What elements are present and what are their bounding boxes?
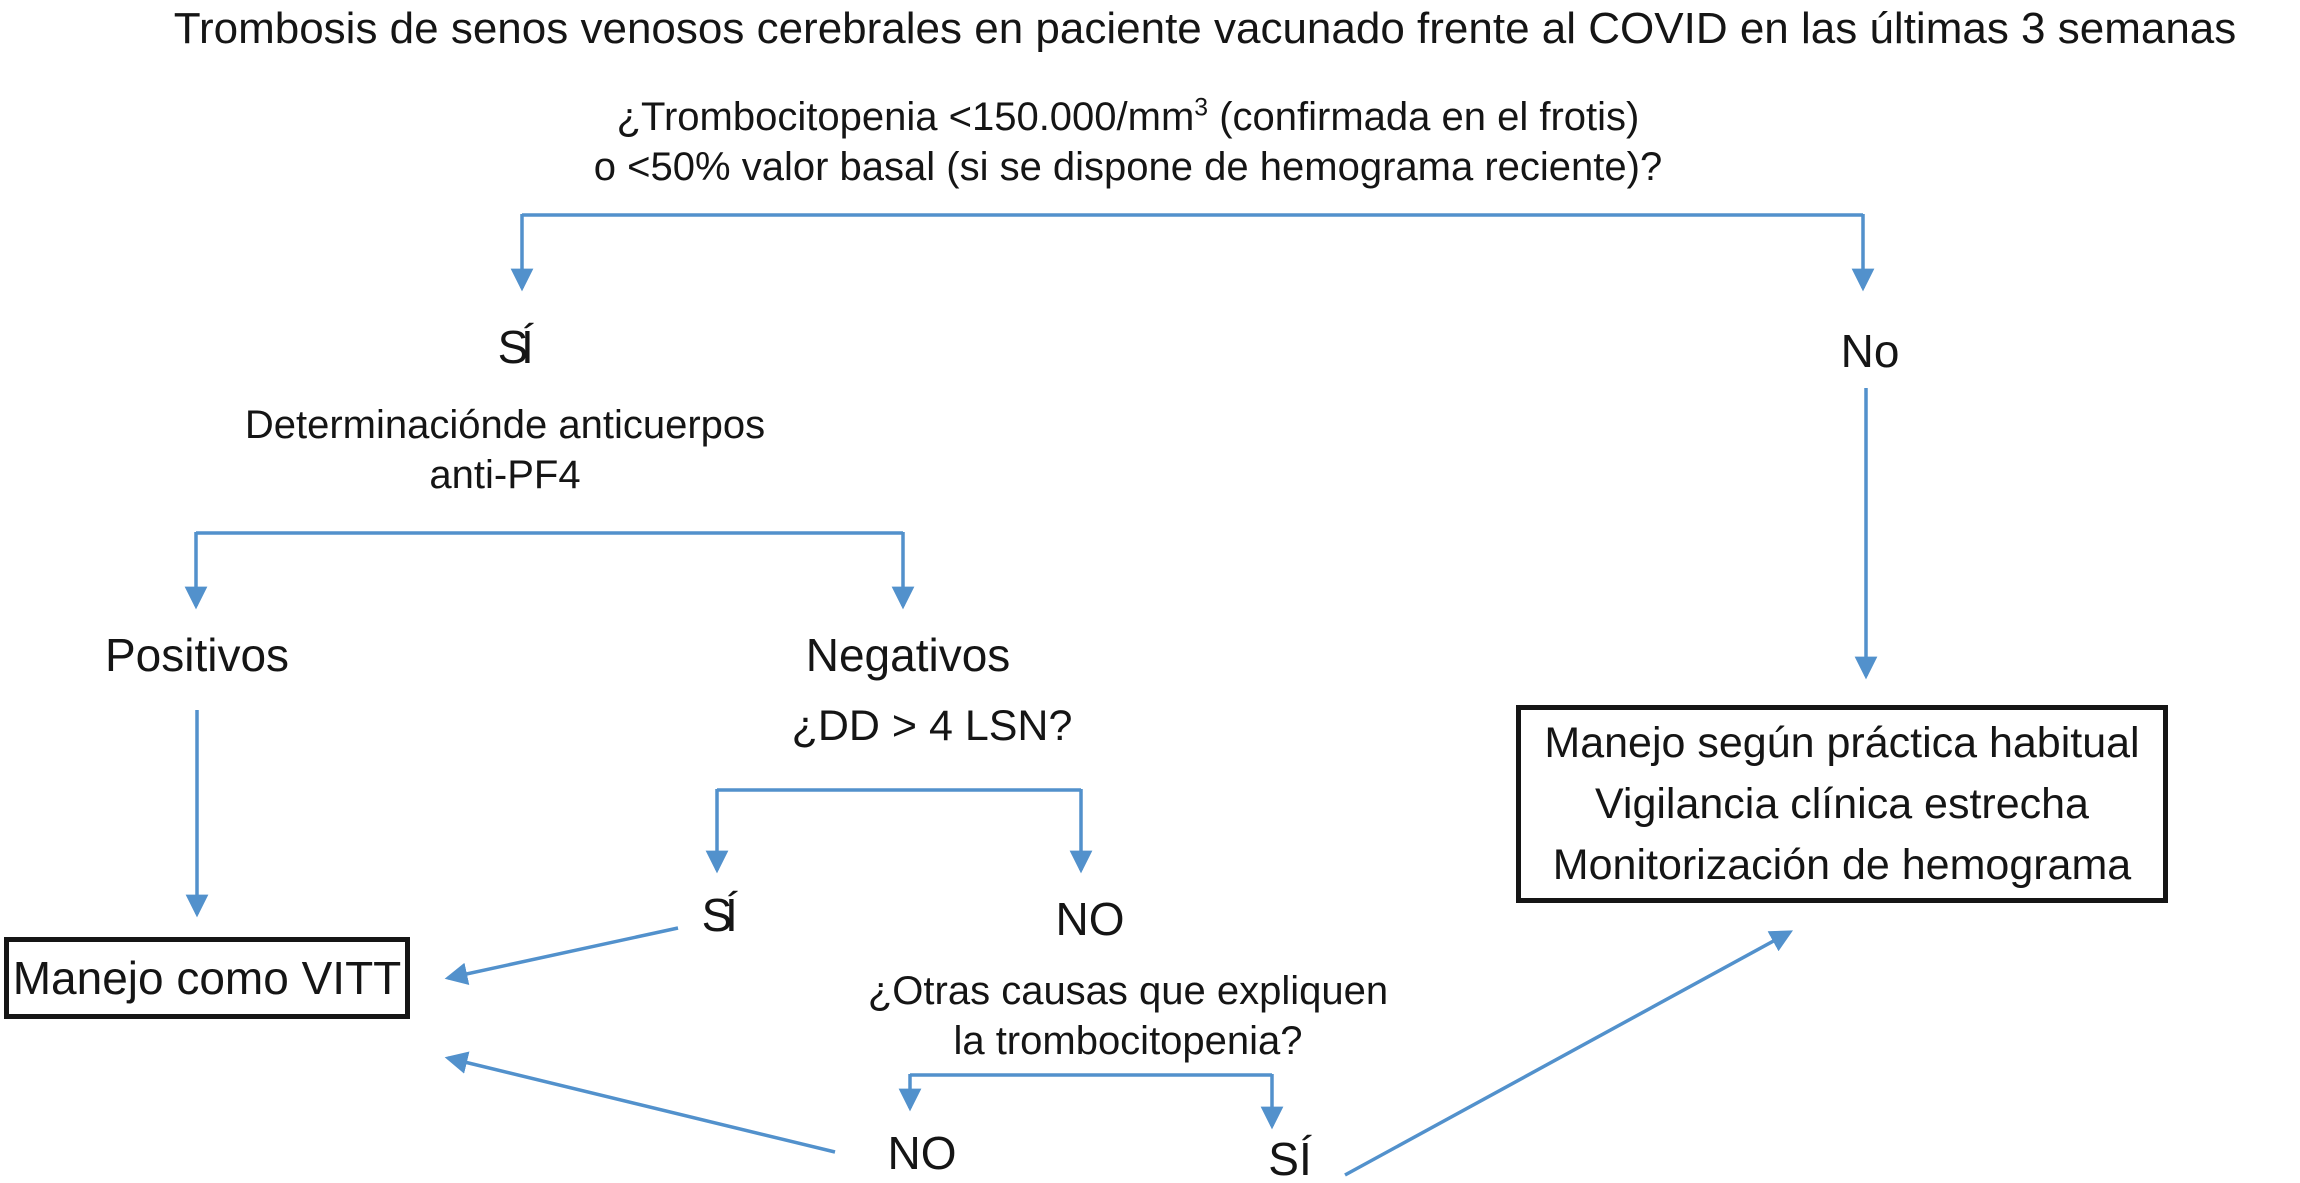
node-antibodies-line1: Determinaciónde anticuerpos [244,403,766,447]
branch-label-no-top: No [1840,325,1900,377]
connector-otherno-to-vitt-arrow [444,1051,836,1154]
question-other-causes-line2: la trombocitopenia? [953,1019,1303,1063]
outcome-box-vitt-label: Manejo como VITT [12,952,402,1004]
node-antibodies-line2: anti-PF4 [429,453,581,497]
diagram-title: Trombosis de senos venosos cerebrales en… [173,4,2237,53]
node-antibodies: Determinaciónde anticuerpos anti-PF4 [245,400,765,500]
branch-label-othercauses-si: SÍ [1268,1133,1312,1183]
outcome-box-standard-line2: Vigilancia clínica estrecha [1595,779,2089,828]
question-other-causes: ¿Otras causas que expliquen la trombocit… [868,966,1388,1066]
connector-othersi-to-standard-box-arrow [1344,930,1793,1177]
branch-label-negativos: Negativos [805,629,1011,681]
branch-label-positivos: Positivos [104,629,290,681]
question-other-causes-line1: ¿Otras causas que expliquen [867,969,1389,1013]
question-line1-post: (confirmada en el frotis) [1208,95,1640,139]
question-thrombocytopenia-line2: o <50% valor basal (si se dispone de hem… [593,145,1663,189]
question-thrombocytopenia: ¿Trombocitopenia <150.000/mm3 (confirmad… [594,92,1662,192]
connector-ddsi-to-vitt-arrow [444,926,679,986]
outcome-box-standard-management: Manejo según práctica habitual Vigilanci… [1516,705,2168,903]
outcome-box-standard-line1: Manejo según práctica habitual [1544,718,2140,767]
branch-label-si-top: SÍ [497,321,534,373]
branch-label-dd-si: SÍ [701,889,738,941]
branch-label-dd-no: NO [1055,893,1125,945]
question-dd: ¿DD > 4 LSN? [791,702,1073,750]
question-line1-pre: ¿Trombocitopenia <150.000/mm [616,95,1195,139]
question-line1-superscript: 3 [1194,94,1209,122]
outcome-box-standard-line3: Monitorización de hemograma [1552,840,2132,889]
branch-label-othercauses-no: NO [887,1127,957,1179]
outcome-box-vitt: Manejo como VITT [4,937,410,1019]
question-thrombocytopenia-line1: ¿Trombocitopenia <150.000/mm3 (confirmad… [594,92,1662,142]
